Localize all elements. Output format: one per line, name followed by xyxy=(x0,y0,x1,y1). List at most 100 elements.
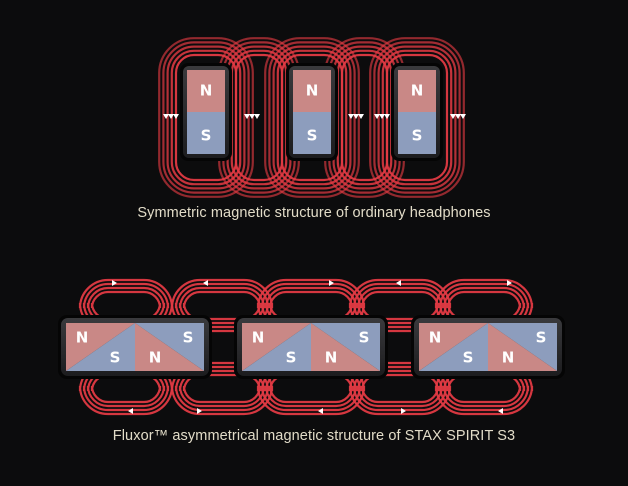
north-region xyxy=(488,323,557,371)
pole-label: S xyxy=(359,329,370,347)
field-line xyxy=(264,369,358,408)
field-line xyxy=(442,369,526,408)
field-line xyxy=(446,290,522,321)
pole-label-south: S xyxy=(412,127,423,145)
flux-arrow xyxy=(401,408,406,414)
asymmetric-structure: N S S N N S S N N S S N xyxy=(58,278,565,416)
fluxor-magnet-1: N S S N xyxy=(58,315,212,379)
magnet-3: NS xyxy=(391,63,443,161)
field-line xyxy=(324,37,405,198)
field-line xyxy=(360,290,440,321)
flux-arrow xyxy=(460,114,466,119)
flux-arrow xyxy=(318,408,323,414)
field-line xyxy=(332,45,397,190)
flux-arrow xyxy=(163,114,169,119)
south-pole xyxy=(293,112,331,154)
field-line xyxy=(234,53,284,182)
flux-arrow xyxy=(358,114,364,119)
magnet-2: NS xyxy=(286,63,338,161)
pole-label: N xyxy=(502,349,515,367)
flux-arrow xyxy=(203,280,208,286)
pole-label: N xyxy=(76,329,89,347)
field-line xyxy=(360,373,440,404)
pole-label: N xyxy=(325,349,338,367)
flux-arrow xyxy=(348,114,354,119)
fluxor-magnet-2: N S S N xyxy=(234,315,388,379)
field-loop-3 xyxy=(369,37,465,198)
south-region xyxy=(66,323,135,371)
field-line xyxy=(377,45,457,190)
pole-label: N xyxy=(252,329,265,347)
field-line xyxy=(218,37,300,198)
flux-arrow xyxy=(353,114,359,119)
pole-label: S xyxy=(286,349,297,367)
field-line xyxy=(340,53,389,182)
north-pole xyxy=(293,70,331,112)
field-line xyxy=(178,369,266,408)
flux-arrow xyxy=(455,114,461,119)
flux-arrow xyxy=(507,280,512,286)
field-line xyxy=(222,41,296,194)
south-region xyxy=(242,323,311,371)
field-line xyxy=(385,53,449,182)
flux-arrow xyxy=(249,114,255,119)
pole-label: S xyxy=(183,329,194,347)
north-pole xyxy=(398,70,436,112)
field-line xyxy=(381,49,453,186)
pole-label: S xyxy=(463,349,474,367)
pole-label: S xyxy=(110,349,121,367)
field-line xyxy=(182,290,262,321)
field-line xyxy=(373,41,461,194)
field-line xyxy=(276,49,348,186)
flux-arrow xyxy=(329,280,334,286)
flux-arrow xyxy=(173,114,179,119)
field-line xyxy=(356,369,444,408)
pole-label-south: S xyxy=(307,127,318,145)
field-line xyxy=(82,365,170,412)
south-pole xyxy=(187,112,225,154)
north-region xyxy=(135,323,204,371)
flux-arrow xyxy=(450,114,456,119)
flux-arrow xyxy=(374,114,380,119)
flux-arrow xyxy=(254,114,260,119)
pole-label: N xyxy=(429,329,442,347)
field-line xyxy=(446,373,522,404)
flux-arrow xyxy=(396,280,401,286)
field-line xyxy=(90,373,162,404)
pole-label: S xyxy=(536,329,547,347)
flux-arrow xyxy=(384,114,390,119)
flux-arrow xyxy=(112,280,117,286)
field-line xyxy=(336,49,393,186)
field-line xyxy=(328,41,401,194)
field-line xyxy=(230,49,288,186)
field-line xyxy=(268,373,354,404)
flux-arrow xyxy=(197,408,202,414)
field-line xyxy=(369,37,465,198)
asymmetric-caption: Fluxor™ asymmetrical magnetic structure … xyxy=(112,428,516,444)
pole-label-north: N xyxy=(200,82,213,100)
pole-label: N xyxy=(149,349,162,367)
north-region xyxy=(311,323,380,371)
south-pole xyxy=(398,112,436,154)
field-loop-5 xyxy=(324,37,405,198)
field-line xyxy=(226,45,292,190)
flux-arrow xyxy=(244,114,250,119)
flux-arrow xyxy=(498,408,503,414)
flux-arrow xyxy=(128,408,133,414)
magnet-1: NS xyxy=(180,63,232,161)
south-region xyxy=(419,323,488,371)
fluxor-magnet-3: N S S N xyxy=(411,315,565,379)
field-line xyxy=(86,369,166,408)
field-line xyxy=(170,49,242,186)
field-loop-4 xyxy=(218,37,300,198)
field-line xyxy=(268,290,354,321)
north-pole xyxy=(187,70,225,112)
flux-arrow xyxy=(168,114,174,119)
symmetric-caption: Symmetric magnetic structure of ordinary… xyxy=(137,205,491,221)
flux-arrow xyxy=(379,114,385,119)
field-line xyxy=(90,290,162,321)
pole-label-north: N xyxy=(411,82,424,100)
field-line xyxy=(438,365,530,412)
